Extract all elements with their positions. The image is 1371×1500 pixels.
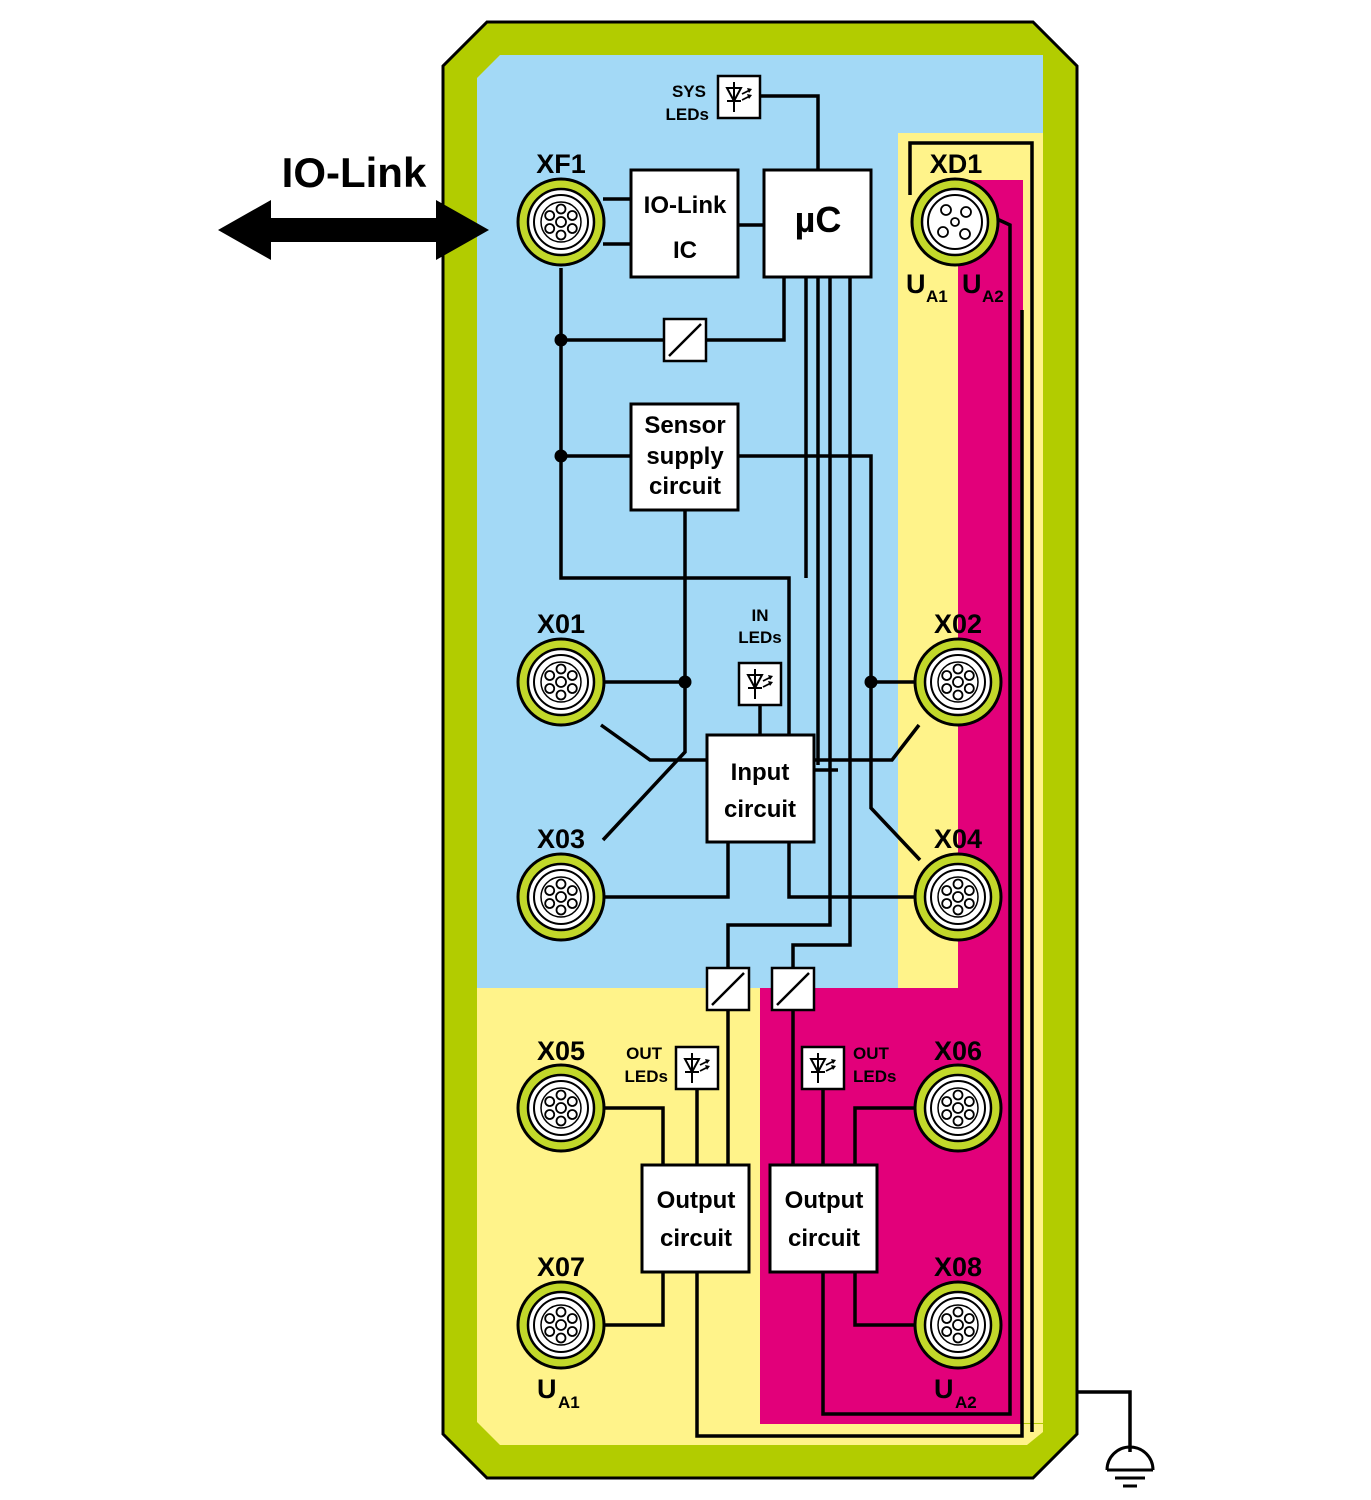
in-led-icon [737,661,783,707]
svg-text:Output: Output [657,1187,736,1214]
svg-text:circuit: circuit [649,473,721,500]
ground-icon [1105,1445,1155,1488]
svg-text:A1: A1 [926,287,948,306]
svg-text:A2: A2 [982,287,1004,306]
svg-text:circuit: circuit [724,796,796,823]
svg-text:A2: A2 [955,1393,977,1412]
isolation-converter-icon [662,317,708,363]
svg-text:X02: X02 [934,609,982,639]
svg-text:X05: X05 [537,1036,585,1066]
svg-text:X07: X07 [537,1252,585,1282]
svg-text:LEDs: LEDs [625,1067,668,1086]
sys-led-icon [716,74,762,120]
svg-text:XF1: XF1 [536,149,586,179]
svg-text:IC: IC [673,237,697,264]
m12-connector-x04 [913,852,1003,942]
svg-text:XD1: XD1 [930,149,983,179]
svg-text:IO-Link: IO-Link [644,192,727,219]
svg-text:X08: X08 [934,1252,982,1282]
junction-dots [554,333,878,689]
input-circuit-block: Input circuit [705,733,816,844]
out-led-ua2-icon [800,1045,846,1091]
m12-connector-x03 [516,852,606,942]
svg-text:µC: µC [795,199,842,240]
svg-text:OUT: OUT [853,1044,890,1063]
isolation-converter-icon [770,966,816,1012]
microcontroller-block: µC [762,168,873,279]
output-circuit-ua2-block: Output circuit [768,1163,879,1274]
isolation-converter-icon [705,966,751,1012]
m12-connector-xd1 [910,177,1000,267]
svg-text:supply: supply [646,443,724,470]
sensor-supply-block: Sensor supply circuit [629,402,740,512]
svg-text:LEDs: LEDs [853,1067,896,1086]
io-link-label: IO-Link [282,149,427,196]
svg-text:OUT: OUT [626,1044,663,1063]
svg-text:U: U [537,1374,557,1404]
svg-text:U: U [906,269,926,299]
svg-text:Input: Input [731,759,790,786]
svg-text:X04: X04 [934,824,982,854]
m12-connector-x02 [913,637,1003,727]
svg-text:IN: IN [752,606,769,625]
bidirectional-arrow-icon [218,200,489,260]
m12-connector-xf1 [516,177,606,267]
svg-text:X01: X01 [537,609,585,639]
m12-connector-x06 [913,1063,1003,1153]
svg-text:circuit: circuit [660,1225,732,1252]
svg-text:X06: X06 [934,1036,982,1066]
svg-text:Sensor: Sensor [644,412,725,439]
out-led-ua1-icon [674,1045,720,1091]
svg-text:A1: A1 [558,1393,580,1412]
m12-connector-x07 [516,1280,606,1370]
svg-text:circuit: circuit [788,1225,860,1252]
io-link-ic-block: IO-Link IC [629,168,740,279]
ua2-supply-strip [958,180,1023,1424]
svg-text:SYS: SYS [672,82,706,101]
m12-connector-x08 [913,1280,1003,1370]
svg-text:LEDs: LEDs [738,628,781,647]
m12-connector-x05 [516,1063,606,1153]
wiring [559,94,1132,1452]
svg-text:U: U [934,1374,954,1404]
output-circuit-ua1-block: Output circuit [640,1163,751,1274]
svg-text:Output: Output [785,1187,864,1214]
svg-text:LEDs: LEDs [666,105,709,124]
svg-text:U: U [962,269,982,299]
svg-text:X03: X03 [537,824,585,854]
m12-connector-x01 [516,637,606,727]
